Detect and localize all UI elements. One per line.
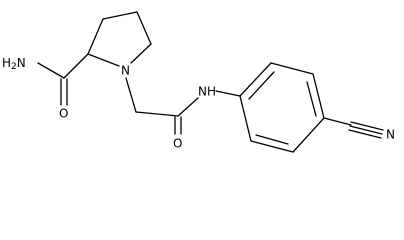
nitrile-group [323, 117, 384, 139]
bond-c2-c3 [87, 18, 104, 55]
bond-c4-c5 [136, 11, 152, 45]
bond-nh-aryl [215, 90, 241, 97]
bond-n1-ch2 [125, 77, 137, 113]
bond-ar1-ar2 [239, 62, 272, 97]
triple-bond-2 [349, 125, 383, 135]
bond-c5-n1 [130, 43, 152, 64]
atom-labels: H2N O N NH O N [2, 56, 395, 151]
bond-c2-carbonyl [63, 53, 89, 79]
aromatic-inner-bond-2 [306, 81, 317, 117]
benzene-ring [239, 62, 325, 153]
aromatic-inner-bond-1 [248, 71, 275, 100]
triple-bond-3 [348, 129, 382, 139]
bond-ar4-nitrile-c [323, 117, 352, 126]
bond-ar2-ar3 [270, 62, 314, 75]
right-carbonyl-oxygen: O [173, 137, 182, 151]
amide-nh2-n: N [17, 56, 26, 70]
molecule-structure-diagram: H2N O N NH O N [2, 11, 395, 153]
bond-ar6-ar1 [239, 95, 252, 142]
triple-bond-1 [350, 121, 384, 131]
pyrrolidine-ring [87, 11, 152, 67]
amide-nh2-subscript: 2 [11, 62, 17, 72]
left-carboxamide [37, 53, 89, 106]
amide-nh2-h: H [2, 56, 11, 70]
bond-carbonyl-nh2 [37, 62, 65, 79]
amide-nh-label: NH [198, 85, 216, 99]
acetamide-linker [125, 77, 241, 135]
aromatic-inner-bond-3 [255, 134, 289, 145]
bond-ar5-ar6 [250, 140, 294, 153]
amide-nh2-label: H2N [2, 56, 26, 72]
bond-carbonyl-nh [177, 97, 199, 117]
pyrrolidine-nitrogen: N [121, 64, 130, 78]
bond-ar3-ar4 [312, 73, 325, 119]
nitrile-nitrogen: N [386, 128, 395, 142]
bond-ch2-carbonyl [135, 111, 179, 117]
left-carbonyl-oxygen: O [59, 107, 68, 121]
bond-ar4-ar5 [292, 117, 325, 153]
bond-n1-c2 [87, 53, 120, 67]
bond-c3-c4 [102, 11, 138, 20]
